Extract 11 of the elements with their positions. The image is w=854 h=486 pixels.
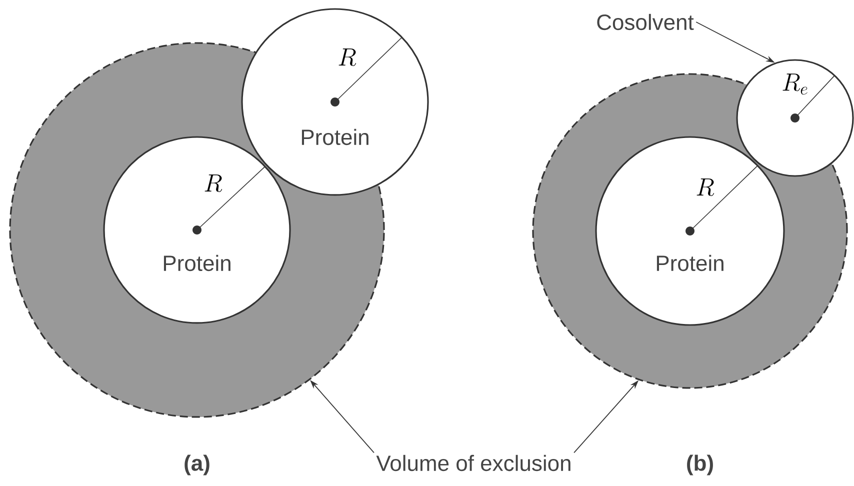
- panel-label: (a): [184, 454, 210, 476]
- callout-text: Cosolvent: [597, 14, 694, 30]
- callout-text: Volume of exclusion: [376, 454, 570, 472]
- panel-label: (b): [687, 454, 713, 476]
- protein-label: Protein: [656, 254, 724, 272]
- protein-label: Protein: [302, 128, 368, 146]
- radius-label: $R$: [338, 48, 356, 66]
- radius-label: $R$: [696, 178, 714, 196]
- radius-label: $R$: [204, 174, 222, 192]
- radius-label: $R_{e}$: [782, 74, 808, 95]
- protein-label: Protein: [164, 254, 230, 272]
